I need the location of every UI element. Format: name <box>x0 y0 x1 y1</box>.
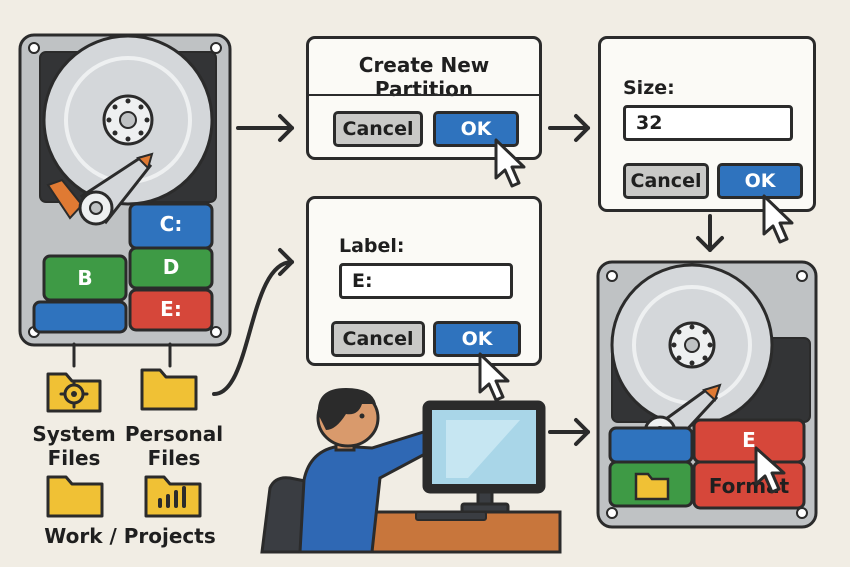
right-partition-label: E <box>742 428 756 452</box>
plain-folder-icon <box>46 475 104 518</box>
ok-button[interactable]: OK <box>717 163 803 199</box>
left-hard-drive <box>18 33 232 347</box>
dialog-divider <box>309 94 539 96</box>
folder-caption-system: System Files <box>26 422 122 470</box>
label-input[interactable]: E: <box>339 263 513 299</box>
person-at-computer <box>260 388 562 554</box>
arrow-right-1 <box>236 114 294 142</box>
folder-caption-work: Work / Projects <box>44 524 216 548</box>
size-label: Size: <box>623 77 675 99</box>
arrow-right-2 <box>548 114 590 142</box>
right-hard-drive <box>596 260 818 529</box>
size-dialog: Size: 32 Cancel OK <box>598 36 816 212</box>
partition-label-c: C: <box>159 212 183 236</box>
create-partition-dialog: Create New Partition Cancel OK <box>306 36 542 160</box>
keyboard <box>415 511 487 521</box>
caption-line: Files <box>47 446 101 470</box>
partition-label-b: B <box>77 266 93 290</box>
ok-button[interactable]: OK <box>433 321 521 357</box>
arrow-curved <box>212 248 294 396</box>
format-action-label[interactable]: Format <box>708 474 790 498</box>
caption-line: Files <box>147 446 201 470</box>
chart-folder-icon <box>144 475 202 518</box>
size-input[interactable]: 32 <box>623 105 793 141</box>
arrow-down <box>696 214 724 252</box>
cancel-button[interactable]: Cancel <box>333 111 423 147</box>
caption-line: Personal <box>124 422 224 446</box>
arrow-right-3 <box>548 418 590 446</box>
monitor <box>422 400 546 514</box>
folder-icon-right <box>634 472 670 501</box>
caption-line: System <box>32 422 116 446</box>
dialog-title: Create New Partition <box>358 53 490 101</box>
partition-label-d: D <box>162 255 180 279</box>
cancel-button[interactable]: Cancel <box>623 163 709 199</box>
label-field-label: Label: <box>339 235 405 257</box>
folder-icon <box>140 368 198 411</box>
folder-caption-personal: Personal Files <box>122 422 226 470</box>
ok-button[interactable]: OK <box>433 111 519 147</box>
label-dialog: Label: E: Cancel OK <box>306 196 542 366</box>
cancel-button[interactable]: Cancel <box>331 321 425 357</box>
partition-label-e: E: <box>160 297 182 321</box>
gear-folder-icon <box>46 372 102 413</box>
